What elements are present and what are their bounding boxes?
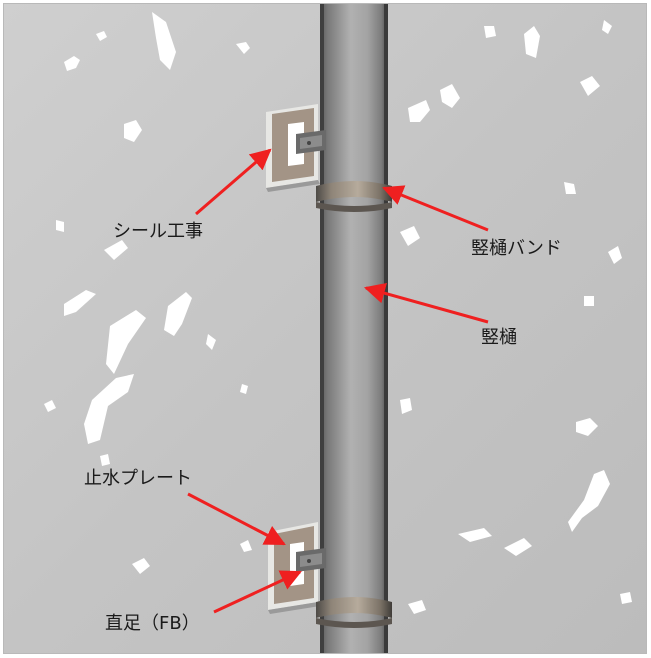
- upper-downpipe-band: [316, 181, 392, 212]
- arrow-waterstop-plate: [187, 492, 286, 546]
- diagram-illustration: [4, 4, 646, 653]
- lower-waterstop-plate: [268, 522, 326, 614]
- arrow-seal-work: [195, 148, 272, 216]
- arrow-downpipe: [363, 282, 489, 324]
- downpipe: [320, 4, 388, 653]
- label-downpipe-band: 竪樋バンド: [471, 238, 562, 259]
- diagram-frame: シール工事 竪樋バンド 竪樋 止水プレート 直足（FB）: [3, 3, 647, 654]
- wall-speckles: [44, 12, 632, 614]
- lower-downpipe-band: [316, 597, 392, 628]
- arrow-downpipe-band: [382, 185, 489, 232]
- upper-bracket-fb: [296, 130, 326, 154]
- lower-bracket-fb: [296, 548, 326, 572]
- arrow-bracket-fb: [213, 570, 302, 614]
- label-seal-work: シール工事: [113, 221, 203, 242]
- label-downpipe: 竪樋: [481, 327, 517, 348]
- label-waterstop-plate: 止水プレート: [84, 468, 192, 489]
- label-bracket-fb: 直足（FB）: [105, 613, 200, 634]
- leader-arrows: [187, 148, 489, 614]
- upper-waterstop-plate: [266, 104, 326, 192]
